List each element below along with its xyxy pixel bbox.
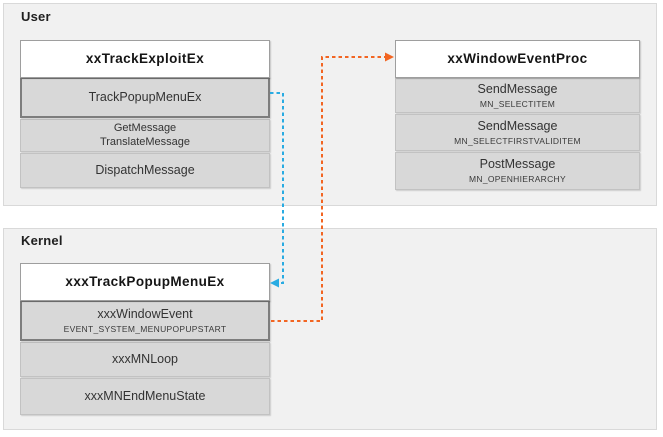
row-title: PostMessage bbox=[479, 157, 556, 172]
row-title: xxxWindowEvent bbox=[97, 306, 193, 321]
kernel-stack-header: xxxTrackPopupMenuEx bbox=[20, 263, 270, 301]
user-stack-header: xxTrackExploitEx bbox=[20, 40, 270, 78]
event-stack-row-postmessage-openhierarchy: PostMessage MN_OPENHIERARCHY bbox=[395, 152, 640, 190]
kernel-stack-row-windowevent: xxxWindowEvent EVENT_SYSTEM_MENUPOPUPSTA… bbox=[20, 300, 270, 341]
user-stack-row-dispatchmessage: DispatchMessage bbox=[20, 153, 270, 188]
kernel-panel-label: Kernel bbox=[21, 233, 63, 248]
row-title: TrackPopupMenuEx bbox=[88, 90, 202, 104]
kernel-stack-row-mnloop: xxxMNLoop bbox=[20, 342, 270, 377]
row-title: DispatchMessage bbox=[95, 163, 195, 177]
row-line: GetMessage bbox=[113, 122, 177, 135]
row-line: TranslateMessage bbox=[99, 135, 191, 148]
event-stack-row-sendmessage-selectfirstvaliditem: SendMessage MN_SELECTFIRSTVALIDITEM bbox=[395, 114, 640, 151]
user-stack-row-getmessage: GetMessage TranslateMessage bbox=[20, 119, 270, 152]
row-subtitle: MN_SELECTITEM bbox=[479, 98, 556, 109]
row-title: SendMessage bbox=[477, 81, 558, 96]
row-subtitle: EVENT_SYSTEM_MENUPOPUPSTART bbox=[63, 323, 227, 334]
row-title: SendMessage bbox=[477, 118, 558, 133]
event-stack-header: xxWindowEventProc bbox=[395, 40, 640, 78]
row-title: xxxMNLoop bbox=[112, 352, 178, 366]
user-stack-row-trackpopupmenuex: TrackPopupMenuEx bbox=[20, 77, 270, 118]
event-stack-row-sendmessage-selectitem: SendMessage MN_SELECTITEM bbox=[395, 78, 640, 113]
row-title: xxxMNEndMenuState bbox=[84, 389, 206, 403]
kernel-stack-row-mnendmenustate: xxxMNEndMenuState bbox=[20, 378, 270, 415]
user-panel-label: User bbox=[21, 9, 51, 24]
row-subtitle: MN_SELECTFIRSTVALIDITEM bbox=[454, 135, 581, 146]
row-subtitle: MN_OPENHIERARCHY bbox=[469, 174, 566, 185]
